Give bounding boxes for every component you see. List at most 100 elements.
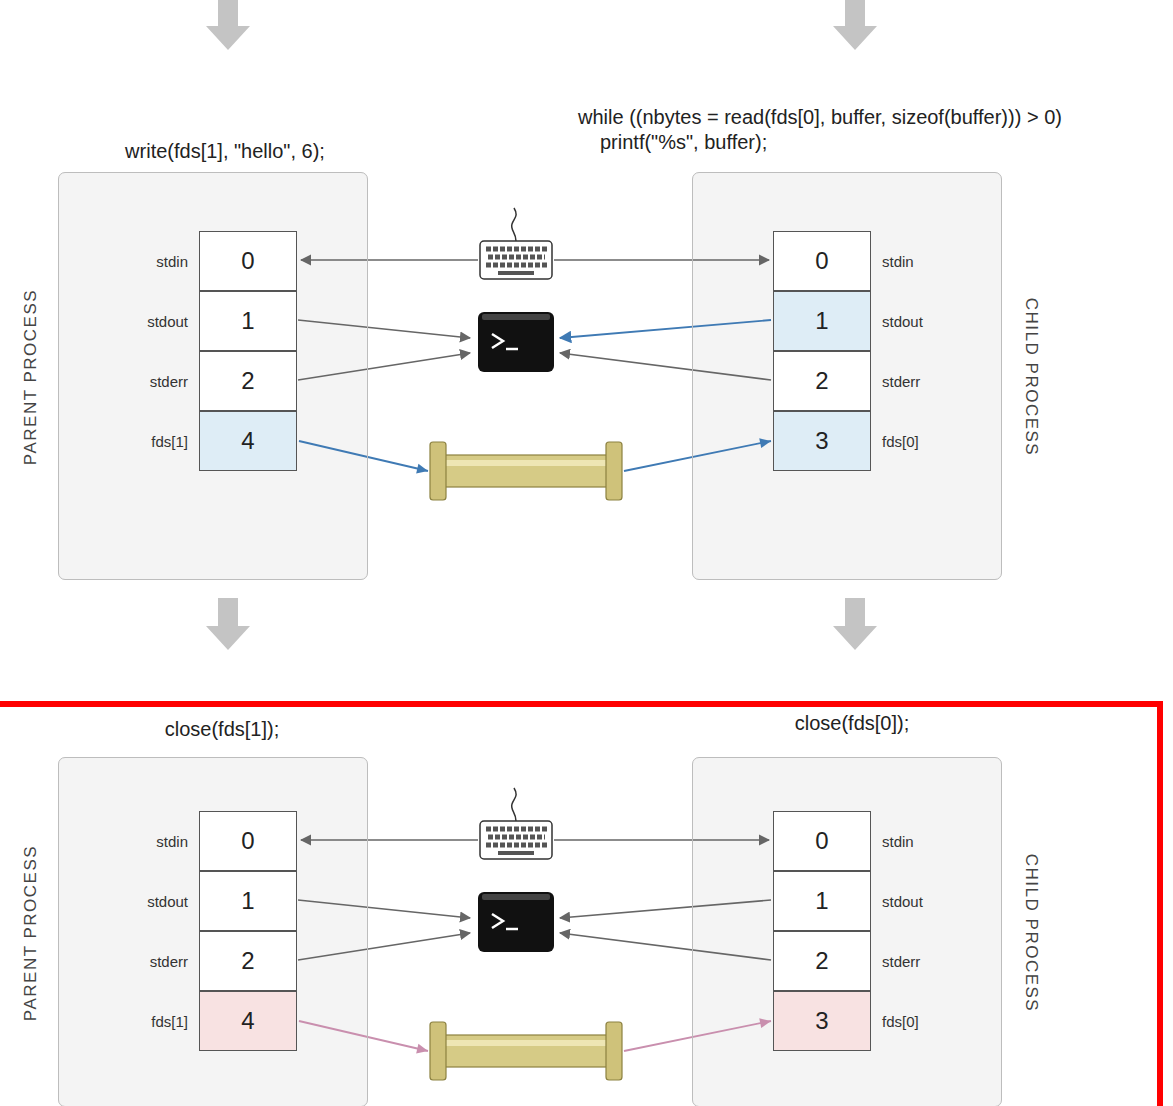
code-line: close(fds[1]); xyxy=(165,718,279,741)
fd-name: stderr xyxy=(882,373,920,390)
pipe-icon xyxy=(430,1022,622,1080)
top-stage-art xyxy=(298,208,771,500)
fd-name: stdout xyxy=(147,893,188,910)
fd-name: stdin xyxy=(882,833,914,850)
pipe-shine xyxy=(445,460,607,466)
highlight-frame xyxy=(0,704,1160,1106)
fd-number: 4 xyxy=(241,1007,254,1035)
fd-name: stdout xyxy=(147,313,188,330)
fd-cell: 0stdin xyxy=(773,231,871,291)
fd-number: 0 xyxy=(815,827,828,855)
stderr-arrow xyxy=(560,353,771,380)
fd-name: fds[1] xyxy=(151,433,188,450)
fd-cell: fds[1]4 xyxy=(199,411,297,471)
pipe-flange xyxy=(606,1022,622,1080)
keyboard-keys xyxy=(486,247,547,252)
pipe-body xyxy=(444,1035,608,1067)
keyboard-cable xyxy=(512,788,517,821)
fd-number: 0 xyxy=(241,827,254,855)
code-line: close(fds[0]); xyxy=(795,712,909,735)
fd-cell: stdin0 xyxy=(199,231,297,291)
fd-number: 2 xyxy=(241,367,254,395)
stdout-arrow xyxy=(560,900,771,918)
fd-cell: stderr2 xyxy=(199,931,297,991)
pipe-flange xyxy=(430,442,446,500)
terminal-prompt xyxy=(492,334,503,348)
process-panel: PARENT PROCESSstdin0stdout1stderr2fds[1]… xyxy=(58,757,368,1106)
fd-cell: 0stdin xyxy=(773,811,871,871)
fd-cell: stderr2 xyxy=(199,351,297,411)
keyboard-body xyxy=(480,821,552,859)
stdin-arrow xyxy=(301,839,478,841)
fd-name: stderr xyxy=(150,953,188,970)
terminal-cursor xyxy=(506,928,518,931)
stdin-arrow xyxy=(554,259,769,261)
keyboard-cable xyxy=(512,208,517,241)
terminal-cursor xyxy=(506,348,518,351)
fd-name: stdin xyxy=(156,253,188,270)
fd-cell: 1stdout xyxy=(773,291,871,351)
pipe-connector xyxy=(299,1018,771,1053)
fd-cell: 1stdout xyxy=(773,871,871,931)
keyboard-keys xyxy=(498,851,534,855)
fd-number: 2 xyxy=(815,947,828,975)
pipe-connector xyxy=(299,438,771,473)
stdin-arrow xyxy=(301,259,478,261)
fd-number: 2 xyxy=(241,947,254,975)
down-arrow xyxy=(833,598,877,650)
fd-number: 1 xyxy=(815,307,828,335)
process-label: PARENT PROCESS xyxy=(21,289,41,465)
panel-ground xyxy=(692,757,1002,1106)
terminal-bar xyxy=(482,894,550,900)
keyboard-body xyxy=(480,241,552,279)
keyboard-keys xyxy=(486,843,547,848)
pipe-flange xyxy=(606,442,622,500)
keyboard-keys xyxy=(488,835,545,840)
process-label: CHILD PROCESS xyxy=(1021,298,1041,456)
terminal-bar xyxy=(482,314,550,320)
arrow-head xyxy=(759,1018,771,1028)
fd-number: 0 xyxy=(815,247,828,275)
code-line: write(fds[1], "hello", 6); xyxy=(125,140,325,163)
fd-cell: fds[1]4 xyxy=(199,991,297,1051)
keyboard-icon xyxy=(480,208,552,279)
arrow-head xyxy=(416,1044,428,1054)
fd-number: 1 xyxy=(241,307,254,335)
terminal-body xyxy=(478,892,554,952)
fd-name: stderr xyxy=(882,953,920,970)
stdin-arrow xyxy=(554,839,769,841)
down-arrow xyxy=(206,0,250,50)
code-line: printf("%s", buffer); xyxy=(600,131,767,154)
fd-name: fds[0] xyxy=(882,433,919,450)
fd-number: 4 xyxy=(241,427,254,455)
terminal-prompt xyxy=(492,914,503,928)
keyboard-keys xyxy=(488,255,545,260)
stderr-arrow xyxy=(298,353,470,380)
fd-number: 1 xyxy=(241,887,254,915)
connector-line xyxy=(299,1021,771,1051)
keyboard-keys xyxy=(498,271,534,275)
fd-name: stdout xyxy=(882,893,923,910)
keyboard-icon xyxy=(480,788,552,859)
down-arrow xyxy=(206,598,250,650)
process-panel: CHILD PROCESS0stdin1stdout2stderr3fds[0] xyxy=(692,757,1002,1106)
stderr-arrow xyxy=(560,933,771,960)
arrow-head xyxy=(416,464,428,474)
fd-number: 2 xyxy=(815,367,828,395)
fd-cell: 3fds[0] xyxy=(773,991,871,1051)
fd-cell: 2stderr xyxy=(773,931,871,991)
connector-line xyxy=(299,441,771,471)
fd-number: 1 xyxy=(815,887,828,915)
fd-name: stdout xyxy=(882,313,923,330)
keyboard-keys xyxy=(486,263,547,268)
pipe-icon xyxy=(430,442,622,500)
terminal-body xyxy=(478,312,554,372)
fd-name: fds[1] xyxy=(151,1013,188,1030)
panel-grounds xyxy=(58,172,1002,1106)
pipe-flange xyxy=(430,1022,446,1080)
stderr-arrow xyxy=(298,933,470,960)
terminal-icon xyxy=(478,892,554,952)
